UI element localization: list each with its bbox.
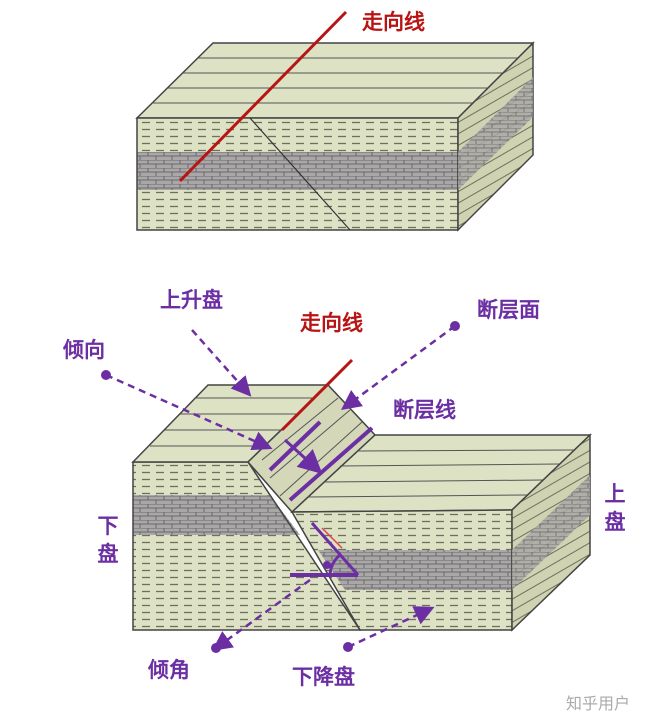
top-block-surface-lines (152, 57, 518, 104)
pointer-dip-angle (211, 578, 311, 651)
fault-line (288, 426, 374, 502)
top-fault-trace (249, 117, 351, 231)
pointer-fault-plane (340, 324, 456, 410)
top-front-layer-1 (137, 118, 458, 152)
bottom-block (101, 321, 592, 653)
downthrown-label: 下降盘 (292, 665, 355, 689)
dip-angle-label: 倾角 (148, 658, 190, 682)
bottom-strike-line (280, 358, 354, 432)
dip-direction-marker (283, 438, 323, 475)
hanging-wall-label: 上盘 (604, 482, 626, 534)
pointer-arrows (105, 324, 456, 651)
pointer-dot-downthrown (343, 642, 353, 652)
top-front-layer-2 (137, 190, 458, 230)
top-block (135, 10, 535, 232)
fault-plane-label: 断层面 (477, 298, 540, 322)
pointer-dot-dip-direction (101, 370, 111, 380)
watermark: 知乎用户 (566, 694, 631, 713)
dip-angle-ray (310, 522, 360, 576)
bottom-strike-line-label: 走向线 (300, 311, 363, 335)
top-strike-line-label: 走向线 (362, 10, 425, 34)
pointer-hanging-up (191, 329, 252, 397)
fault-line-label: 断层线 (393, 398, 456, 422)
pointer-downthrown (347, 606, 435, 649)
pointer-dip-direction (105, 373, 273, 451)
hanging-wall-up-label: 上升盘 (160, 288, 223, 312)
pointer-dot-fault-plane (450, 321, 460, 331)
footwall-label: 下盘 (97, 514, 119, 566)
dip-direction-label: 倾向 (63, 338, 105, 362)
dip-angle-arc (328, 553, 342, 576)
pointer-dot-dip-angle (211, 643, 221, 653)
top-strike-line (178, 10, 348, 183)
strike-marker (268, 420, 322, 472)
